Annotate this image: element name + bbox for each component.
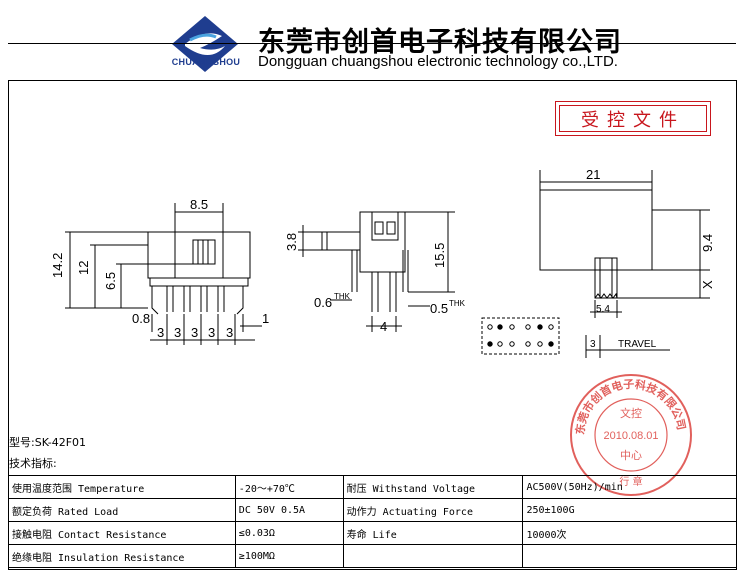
- table-cell: AC500V(50Hz)/min: [522, 475, 737, 499]
- table-cell: 10000次: [522, 521, 737, 545]
- side-view-body: [359, 211, 406, 273]
- right-view-lever: [594, 257, 618, 299]
- dim-pitch-3: 3: [191, 325, 198, 340]
- drawing-frame: [8, 80, 737, 570]
- pcb-footprint: [481, 317, 560, 355]
- dim-right-height: 9.4: [700, 234, 715, 252]
- seal-line2: 中心: [620, 449, 642, 462]
- seal-line1: 文控: [620, 406, 642, 420]
- dim-x-label: X: [700, 280, 715, 289]
- header-rule: [8, 43, 736, 44]
- table-cell: 耐压 Withstand Voltage: [342, 475, 524, 499]
- dim-pitch-5: 3: [226, 325, 233, 340]
- dim-side-height: 15.5: [432, 243, 447, 268]
- spec-title: 技术指标:: [9, 457, 57, 470]
- dim-lever-height: 6.5: [103, 272, 118, 290]
- spec-table: 使用温度范围 Temperature -20～+70℃ 耐压 Withstand…: [8, 475, 737, 568]
- front-view-lever: [192, 239, 216, 265]
- right-view-body: [539, 189, 653, 271]
- table-cell: 额定负荷 Rated Load: [8, 498, 236, 522]
- controlled-document-label: 受控文件: [559, 105, 707, 132]
- thk-label-left: THK: [334, 292, 351, 301]
- dim-side-lever: 3.8: [284, 233, 299, 251]
- table-cell: 接触电阻 Contact Resistance: [8, 521, 236, 545]
- dim-width: 8.5: [190, 197, 208, 212]
- company-name-chinese: 东莞市创首电子科技有限公司: [258, 27, 622, 58]
- dim-right-lever: 5.4: [596, 304, 610, 315]
- dim-travel-value: 3: [590, 339, 596, 350]
- table-cell: 绝缘电阻 Insulation Resistance: [8, 544, 236, 568]
- dim-pitch-4: 3: [208, 325, 215, 340]
- side-view-lever: [321, 231, 361, 251]
- model-number: 型号:SK-42F01: [9, 436, 87, 449]
- table-cell: ≤0.03Ω: [234, 521, 344, 545]
- table-cell: 动作力 Actuating Force: [342, 498, 524, 522]
- controlled-document-stamp: 受控文件: [555, 101, 711, 136]
- table-row: 绝缘电阻 Insulation Resistance ≥100MΩ: [8, 544, 737, 568]
- dim-thk-right: 0.5: [430, 301, 448, 316]
- table-row: 接触电阻 Contact Resistance ≤0.03Ω 寿命 Life 1…: [8, 521, 737, 545]
- table-cell: DC 50V 0.5A: [234, 498, 344, 522]
- dim-pin-edge: 1: [262, 311, 269, 326]
- table-cell: [342, 544, 524, 568]
- dim-thk-left: 0.6: [314, 295, 332, 310]
- table-cell: 寿命 Life: [342, 521, 524, 545]
- table-row: 额定负荷 Rated Load DC 50V 0.5A 动作力 Actuatin…: [8, 498, 737, 522]
- table-cell: [522, 544, 737, 568]
- table-row: 使用温度范围 Temperature -20～+70℃ 耐压 Withstand…: [8, 475, 737, 499]
- front-view-body: [147, 231, 251, 279]
- dim-total-height: 14.2: [50, 253, 65, 278]
- official-seal: 东莞市创首电子科技有限公司 文控 2010.08.01 中心 行 章: [570, 374, 692, 496]
- dim-pitch-2: 3: [174, 325, 181, 340]
- table-cell: ≥100MΩ: [234, 544, 344, 568]
- dim-side-width: 4: [380, 319, 387, 334]
- company-name-english: Dongguan chuangshou electronic technolog…: [258, 53, 618, 70]
- company-logo-icon: [172, 16, 238, 72]
- table-cell: 250±100G: [522, 498, 737, 522]
- table-cell: 使用温度范围 Temperature: [8, 475, 236, 499]
- seal-date: 2010.08.01: [603, 430, 658, 442]
- dim-travel-label: TRAVEL: [618, 339, 657, 350]
- thk-label-right: THK: [449, 299, 466, 308]
- dim-body-height: 12: [76, 261, 91, 275]
- dim-pin-offset: 0.8: [132, 311, 150, 326]
- dim-right-length: 21: [586, 167, 600, 182]
- logo-caption: CHUANGSHOU: [171, 57, 241, 67]
- table-cell: -20～+70℃: [234, 475, 344, 499]
- dim-pitch-1: 3: [157, 325, 164, 340]
